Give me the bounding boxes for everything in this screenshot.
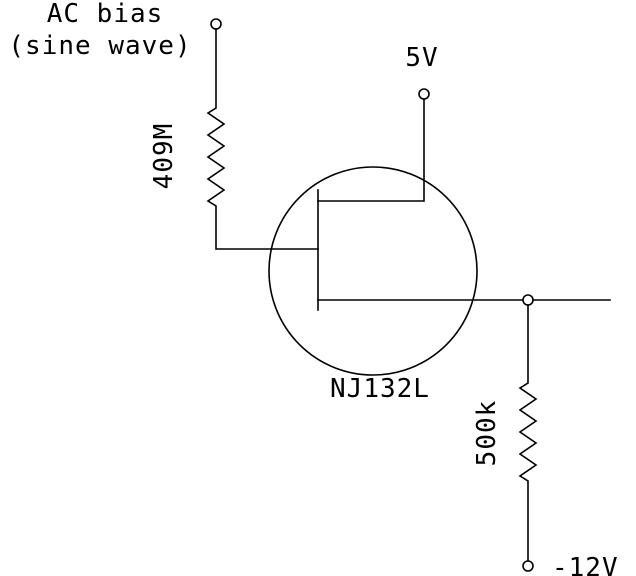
transistor-part-label: NJ132L <box>330 374 430 404</box>
supply-positive-terminal <box>418 88 430 100</box>
input-terminal <box>210 18 222 30</box>
input-label-line2: (sine wave) <box>8 31 191 61</box>
gate-resistor-value: 409M <box>149 123 179 190</box>
transistor-body <box>268 166 478 376</box>
supply-negative-terminal <box>522 560 534 572</box>
output-node <box>522 294 534 306</box>
supply-negative-label: -12V <box>552 553 619 576</box>
gate-resistor-wire <box>206 28 319 250</box>
source-resistor-wire <box>518 304 538 562</box>
supply-positive-label: 5V <box>405 43 438 73</box>
source-resistor-value: 500k <box>472 400 502 467</box>
input-label-line1: AC bias <box>47 0 164 29</box>
drain-wire <box>317 98 425 202</box>
